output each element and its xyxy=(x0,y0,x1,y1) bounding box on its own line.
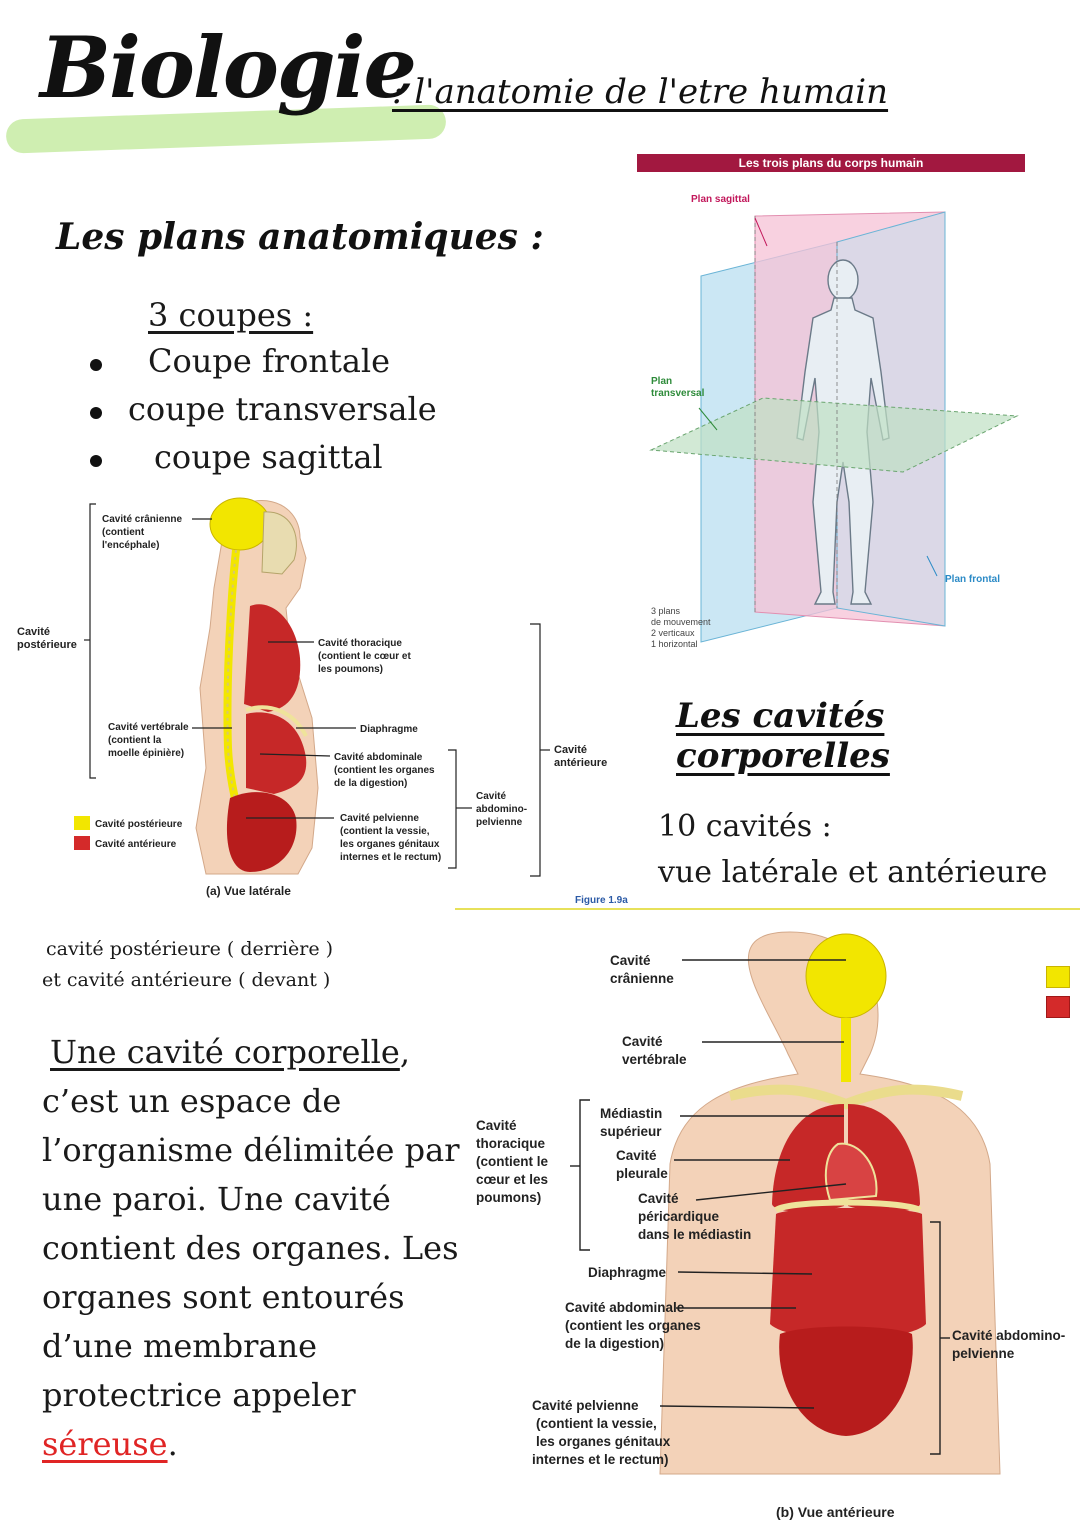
coupe-item: coupe transversale xyxy=(128,390,437,428)
lateral-diaphragm-label: Diaphragme xyxy=(360,724,418,735)
legend-anterior-swatch xyxy=(74,836,90,850)
anterior-caption: (b) Vue antérieure xyxy=(776,1504,895,1520)
pelvic-cavity xyxy=(226,792,297,872)
abdominal-cavity xyxy=(246,712,307,794)
planes-heading: Les plans anatomiques : xyxy=(56,216,544,258)
anterior-pelvic-label: Cavité pelvienne(contient la vessie,les … xyxy=(532,1398,671,1467)
legend-posterior-label: Cavité postérieure xyxy=(95,819,183,830)
legend-anterior-label: Cavité antérieure xyxy=(95,839,177,850)
anterior-diaphragm-label: Diaphragme xyxy=(588,1265,667,1280)
coupe-item: Coupe frontale xyxy=(148,342,391,380)
sagittal-label: Plan sagittal xyxy=(691,194,750,205)
body-planes-illustration xyxy=(649,211,1019,643)
coupes-count: 3 coupes : xyxy=(148,296,314,334)
page-title: Biologie xyxy=(40,18,417,117)
lateral-view-figure xyxy=(74,497,550,877)
thoracic-cavity xyxy=(244,604,301,712)
cranial-cavity xyxy=(209,497,271,551)
posterior-anterior-note: cavité postérieure ( derrière ) et cavit… xyxy=(42,938,334,991)
transversal-plane xyxy=(649,397,1019,473)
cavities-count: 10 cavités : vue latérale et antérieure xyxy=(658,809,1048,890)
anterior-abdomino-pelvic-label: Cavité abdomino-pelvienne xyxy=(952,1328,1066,1361)
body-planes-figure: Les trois plans du corps humain Plan sag… xyxy=(637,154,1025,666)
serous-term: séreuse xyxy=(42,1425,168,1463)
cavity-definition: Une cavité corporelle, c’est un espace d… xyxy=(42,1033,460,1463)
diaphragm xyxy=(245,705,308,737)
legend-yellow-swatch xyxy=(1046,966,1070,988)
frontal-label: Plan frontal xyxy=(945,574,1001,585)
cavities-heading: Les cavités corporelles xyxy=(676,696,890,776)
bullet-icon xyxy=(90,359,102,371)
pericardial-cavity xyxy=(824,1142,878,1202)
cranial-cavity xyxy=(805,933,887,1019)
coupe-item: coupe sagittal xyxy=(154,438,383,476)
legend-posterior-swatch xyxy=(74,816,90,830)
diaphragm xyxy=(774,1199,922,1213)
legend-red-swatch xyxy=(1046,996,1070,1018)
definition-term: Une cavité corporelle xyxy=(50,1033,400,1071)
page-subtitle: : l'anatomie de l'etre humain xyxy=(392,72,889,112)
lateral-caption: (a) Vue latérale xyxy=(206,884,291,898)
anterior-view-figure xyxy=(570,931,1001,1475)
divider-line xyxy=(455,908,1080,910)
lateral-pelvic-label: Cavité pelvienne(contient la vessie,les … xyxy=(340,813,442,863)
planes-figure-header: Les trois plans du corps humain xyxy=(637,154,1025,172)
bullet-icon xyxy=(90,455,102,467)
figure-code: Figure 1.9a xyxy=(575,895,628,906)
abdominal-cavity xyxy=(770,1208,926,1339)
bullet-icon xyxy=(90,407,102,419)
